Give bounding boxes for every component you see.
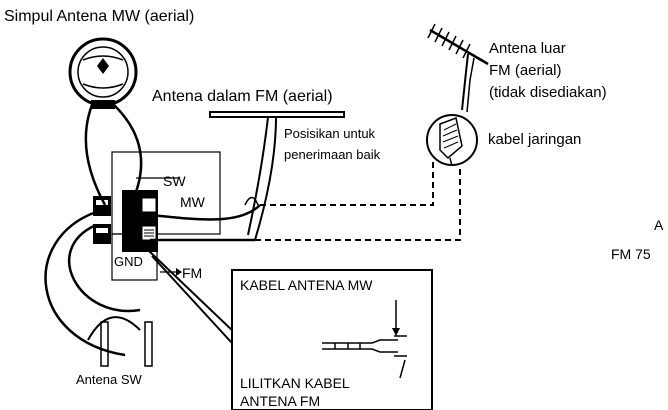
- mw-loop-label: Simpul Antena MW (aerial): [4, 8, 194, 25]
- inset-note-line2: ANTENA FM: [240, 393, 320, 409]
- antenna-terminal-block: [93, 151, 221, 281]
- cut-label-fm75: FM 75: [611, 246, 651, 262]
- terminal-fm-label: FM: [182, 265, 202, 281]
- fm-outdoor-label-line3: (tidak disediakan): [489, 84, 607, 101]
- terminal-mw-label: MW: [180, 194, 206, 210]
- sw-wire-antenna: [87, 316, 153, 367]
- fm-outdoor-label-line1: Antena luar: [489, 40, 566, 57]
- position-note-line1: Posisikan untuk: [284, 126, 376, 141]
- inset-cable-detail: [231, 269, 433, 410]
- coax-connector: [426, 114, 478, 167]
- fm-indoor-label: Antena dalam FM (aerial): [152, 88, 333, 105]
- terminal-gnd-label: GND: [114, 254, 143, 269]
- fm-outdoor-label-line2: FM (aerial): [489, 62, 562, 79]
- network-cable-label: kabel jaringan: [488, 131, 581, 148]
- mw-loop-antenna: [68, 37, 138, 109]
- cut-label-a: A: [654, 217, 664, 233]
- terminal-sw-label: SW: [163, 173, 186, 189]
- fm-indoor-antenna: [209, 111, 345, 241]
- sw-antenna-label: Antena SW: [76, 372, 142, 387]
- inset-title: KABEL ANTENA MW: [240, 277, 373, 293]
- inset-note-line1: LILITKAN KABEL: [240, 375, 350, 391]
- position-note-line2: penerimaan baik: [284, 147, 381, 162]
- fm-outdoor-antenna: [427, 23, 489, 113]
